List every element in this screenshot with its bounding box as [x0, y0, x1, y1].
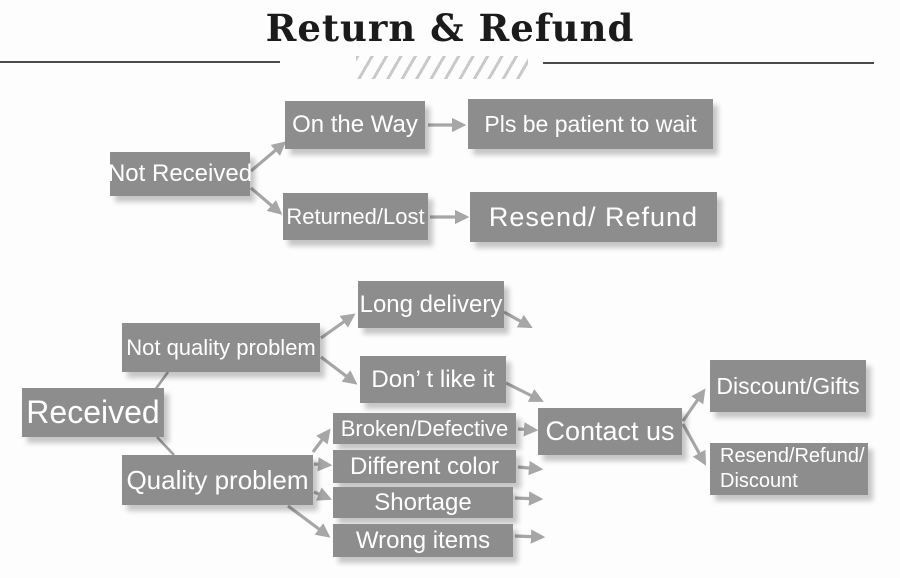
edge-quality-to-broken-defective: [311, 428, 331, 453]
node-on-the-way: On the Way: [285, 101, 425, 149]
node-not-quality-problem: Not quality problem: [122, 323, 320, 372]
node-different-color: Different color: [333, 450, 516, 483]
node-wrong-items: Wrong items: [333, 524, 513, 557]
node-pls-be-patient: Pls be patient to wait: [468, 99, 713, 149]
node-resend-refund: Resend/ Refund: [470, 192, 717, 242]
edge-quality-to-wrong-items: [287, 504, 331, 538]
edge-not-quality-to-long-delivery: [320, 313, 356, 340]
node-broken-defective: Broken/Defective: [333, 413, 516, 444]
node-long-delivery: Long delivery: [358, 281, 504, 328]
edge-shortage-to-contact-us: [514, 491, 544, 506]
node-received: Received: [22, 388, 164, 437]
node-dont-like-it: Don’ t like it: [360, 356, 506, 403]
edge-received-to-quality-problem: [156, 436, 175, 456]
title-rule-right: [543, 62, 874, 64]
edge-long-delivery-out: [503, 310, 533, 329]
edge-contact-us-to-discount-gifts: [681, 388, 706, 422]
edge-different-color-to-contact-us: [517, 460, 544, 476]
node-returned-lost: Returned/Lost: [283, 193, 428, 240]
node-shortage: Shortage: [333, 487, 513, 518]
edge-dont-like-it-to-contact-us: [505, 381, 544, 402]
edge-not-received-to-on-the-way: [249, 141, 287, 173]
page-title: Return & Refund: [265, 6, 635, 50]
edge-quality-to-different-color: [313, 457, 333, 472]
edge-wrong-items-to-contact-us: [514, 529, 546, 544]
edge-quality-to-shortage: [313, 487, 332, 501]
title-hatch-decoration: [356, 56, 528, 79]
edge-broken-defective-to-contact-us: [517, 422, 539, 437]
edge-contact-us-to-resend-refund-discount: [681, 423, 707, 466]
node-discount-gifts: Discount/Gifts: [710, 360, 866, 412]
title-rule-left: [0, 61, 280, 63]
node-contact-us: Contact us: [538, 408, 682, 455]
edge-received-to-not-quality-problem: [153, 371, 170, 391]
edge-not-received-to-returned-lost: [249, 186, 283, 215]
node-quality-problem: Quality problem: [122, 455, 313, 505]
node-resend-refund-discount: Resend/Refund/ Discount: [710, 443, 868, 495]
node-not-received: Not Received: [108, 152, 252, 196]
edge-not-quality-to-dont-like-it: [320, 355, 358, 385]
